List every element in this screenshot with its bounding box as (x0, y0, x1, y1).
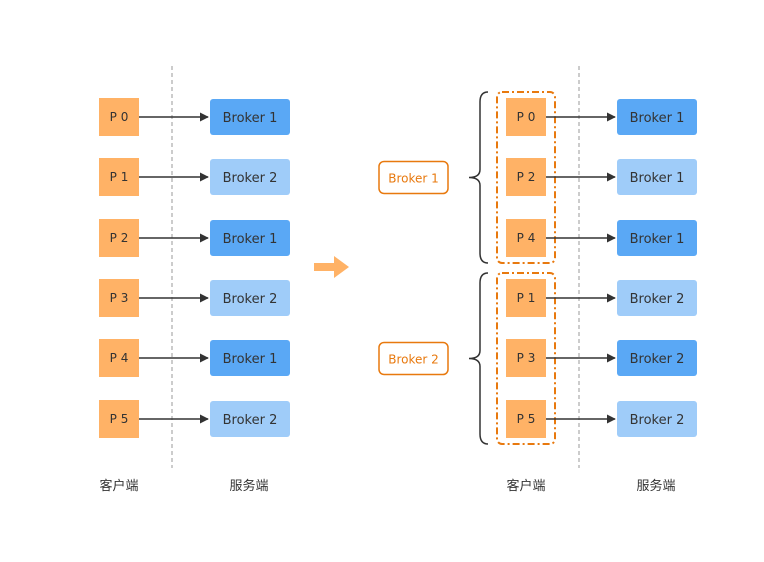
broker-label-after-1-1: Broker 2 (630, 352, 685, 367)
partition-box-before-5 (99, 400, 139, 438)
partition-box-after-1-0 (506, 279, 546, 317)
partition-label-after-0-2: P 4 (517, 231, 536, 245)
broker-box-after-1-2 (617, 401, 697, 437)
after-server-label: 服务端 (636, 478, 675, 494)
partition-box-before-2 (99, 219, 139, 257)
broker-box-after-0-0 (617, 99, 697, 135)
partition-box-before-0 (99, 98, 139, 136)
broker-box-after-0-1 (617, 159, 697, 195)
broker-label-after-0-2: Broker 1 (630, 232, 685, 247)
group-label-1: Broker 2 (388, 353, 439, 367)
partition-label-after-0-1: P 2 (517, 170, 536, 184)
broker-label-before-1: Broker 2 (223, 171, 278, 186)
partition-label-after-1-1: P 3 (517, 351, 536, 365)
partition-box-before-1 (99, 158, 139, 196)
after-panel: Broker 1 P 0 Broker 1 P 2 Broker 1 P 4 Broker … (378, 66, 697, 468)
partition-box-before-3 (99, 279, 139, 317)
broker-box-after-1-1 (617, 340, 697, 376)
before-panel: P 0 Broker 1 P 1 Broker 2 P 2 Broker 1 P 3 Brok… (99, 66, 290, 468)
broker-box-before-0 (210, 99, 290, 135)
broker-label-before-5: Broker 2 (223, 413, 278, 428)
partition-box-after-0-1 (506, 158, 546, 196)
after-client-label: 客户端 (506, 478, 545, 494)
broker-label-after-1-2: Broker 2 (630, 413, 685, 428)
broker-label-before-4: Broker 1 (223, 352, 278, 367)
broker-box-before-5 (210, 401, 290, 437)
broker-box-before-2 (210, 220, 290, 256)
broker-label-before-0: Broker 1 (223, 111, 278, 126)
partition-label-before-5: P 5 (110, 412, 129, 426)
group-brace-1 (468, 272, 489, 445)
partition-label-after-1-0: P 1 (517, 291, 536, 305)
before-client-label: 客户端 (99, 478, 138, 494)
broker-box-before-3 (210, 280, 290, 316)
partition-box-before-4 (99, 339, 139, 377)
partition-box-after-0-2 (506, 219, 546, 257)
partition-box-after-1-1 (506, 339, 546, 377)
broker-box-before-4 (210, 340, 290, 376)
partition-label-before-0: P 0 (110, 110, 129, 124)
broker-label-before-3: Broker 2 (223, 292, 278, 307)
partition-label-after-1-2: P 5 (517, 412, 536, 426)
transition-arrow-icon (314, 256, 349, 278)
partition-label-before-1: P 1 (110, 170, 129, 184)
group-label-box-1 (378, 341, 449, 376)
partition-label-before-2: P 2 (110, 231, 129, 245)
partition-label-before-4: P 4 (110, 351, 129, 365)
broker-label-after-0-0: Broker 1 (630, 111, 685, 126)
before-server-label: 服务端 (229, 478, 268, 494)
broker-box-before-1 (210, 159, 290, 195)
broker-label-before-2: Broker 1 (223, 232, 278, 247)
broker-box-after-1-0 (617, 280, 697, 316)
group-brace-0 (468, 91, 489, 264)
broker-label-after-1-0: Broker 2 (630, 292, 685, 307)
partition-box-after-1-2 (506, 400, 546, 438)
broker-label-after-0-1: Broker 1 (630, 171, 685, 186)
group-label-0: Broker 1 (388, 172, 439, 186)
partition-label-after-0-0: P 0 (517, 110, 536, 124)
group-label-box-0 (378, 160, 449, 195)
broker-box-after-0-2 (617, 220, 697, 256)
partition-label-before-3: P 3 (110, 291, 129, 305)
partition-box-after-0-0 (506, 98, 546, 136)
